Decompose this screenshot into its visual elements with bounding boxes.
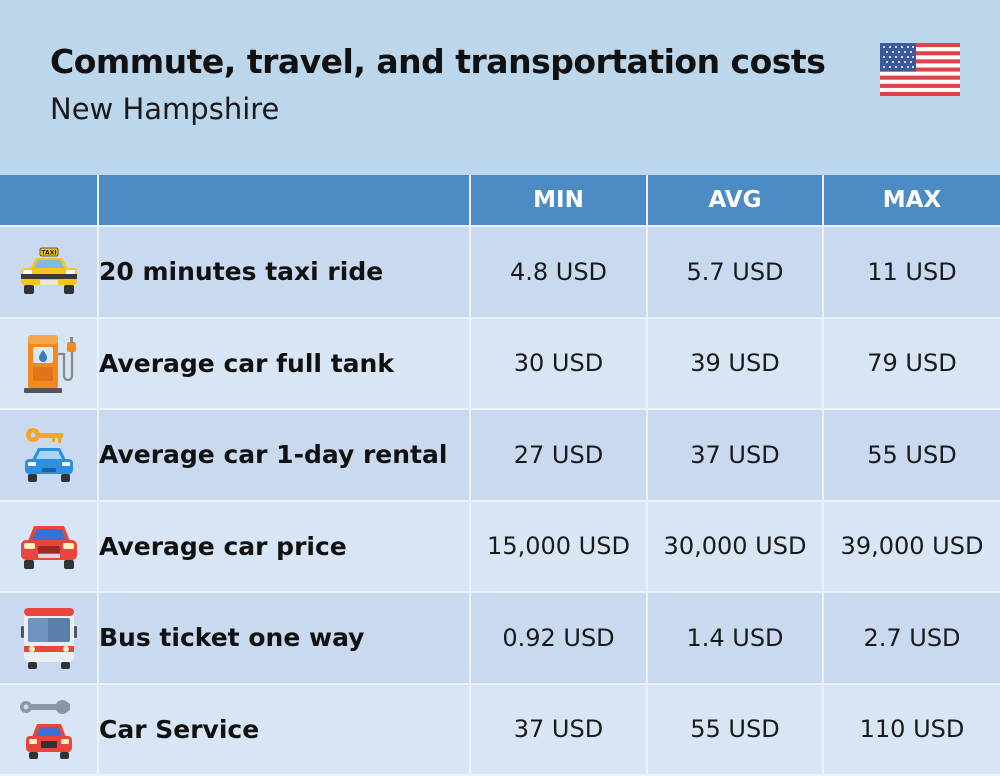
min-value: 4.8 USD [470,226,648,319]
header-min: MIN [470,175,648,227]
header-label-column [98,175,471,227]
taxi-icon: TAXI [20,247,77,294]
page-subtitle: New Hampshire [50,92,280,126]
table-row: TAXI 20 minutes taxi ride 4.8 USD 5.7 US… [0,226,1000,319]
avg-value: 1.4 USD [647,592,824,685]
min-value: 15,000 USD [470,500,648,593]
row-label: Average car full tank [98,317,471,410]
avg-value: 5.7 USD [647,226,824,319]
car-icon [20,526,77,570]
table-row: Average car full tank 30 USD 39 USD 79 U… [0,317,1000,410]
min-value: 27 USD [470,409,648,502]
max-value: 2.7 USD [823,592,1000,685]
fuel-pump-icon [23,335,76,394]
costs-table: MIN AVG MAX TAXI [0,175,1000,776]
min-value: 30 USD [470,317,648,410]
avg-value: 39 USD [647,317,824,410]
table-header-row: MIN AVG MAX [0,175,1000,227]
page-title: Commute, travel, and transportation cost… [50,42,826,81]
avg-value: 55 USD [647,683,824,776]
avg-value: 30,000 USD [647,500,824,593]
row-label: 20 minutes taxi ride [98,226,471,319]
max-value: 55 USD [823,409,1000,502]
max-value: 11 USD [823,226,1000,319]
row-label: Car Service [98,683,471,776]
max-value: 110 USD [823,683,1000,776]
row-label: Average car 1-day rental [98,409,471,502]
min-value: 0.92 USD [470,592,648,685]
table-row: Car Service 37 USD 55 USD 110 USD [0,683,1000,776]
max-value: 79 USD [823,317,1000,410]
header: Commute, travel, and transportation cost… [0,0,1000,172]
taxi-sign-text: TAXI [41,249,56,256]
table-row: Bus ticket one way 0.92 USD 1.4 USD 2.7 … [0,592,1000,685]
max-value: 39,000 USD [823,500,1000,593]
table-row: Average car price 15,000 USD 30,000 USD … [0,500,1000,593]
header-avg: AVG [647,175,824,227]
header-max: MAX [823,175,1000,227]
row-label: Bus ticket one way [98,592,471,685]
table-row: Average car 1-day rental 27 USD 37 USD 5… [0,409,1000,502]
min-value: 37 USD [470,683,648,776]
avg-value: 37 USD [647,409,824,502]
car-service-wrench-icon [19,700,72,760]
header-icon-column [0,175,99,227]
row-label: Average car price [98,500,471,593]
car-rental-key-icon [24,427,73,482]
us-flag-icon [880,43,960,96]
bus-icon [20,607,77,669]
